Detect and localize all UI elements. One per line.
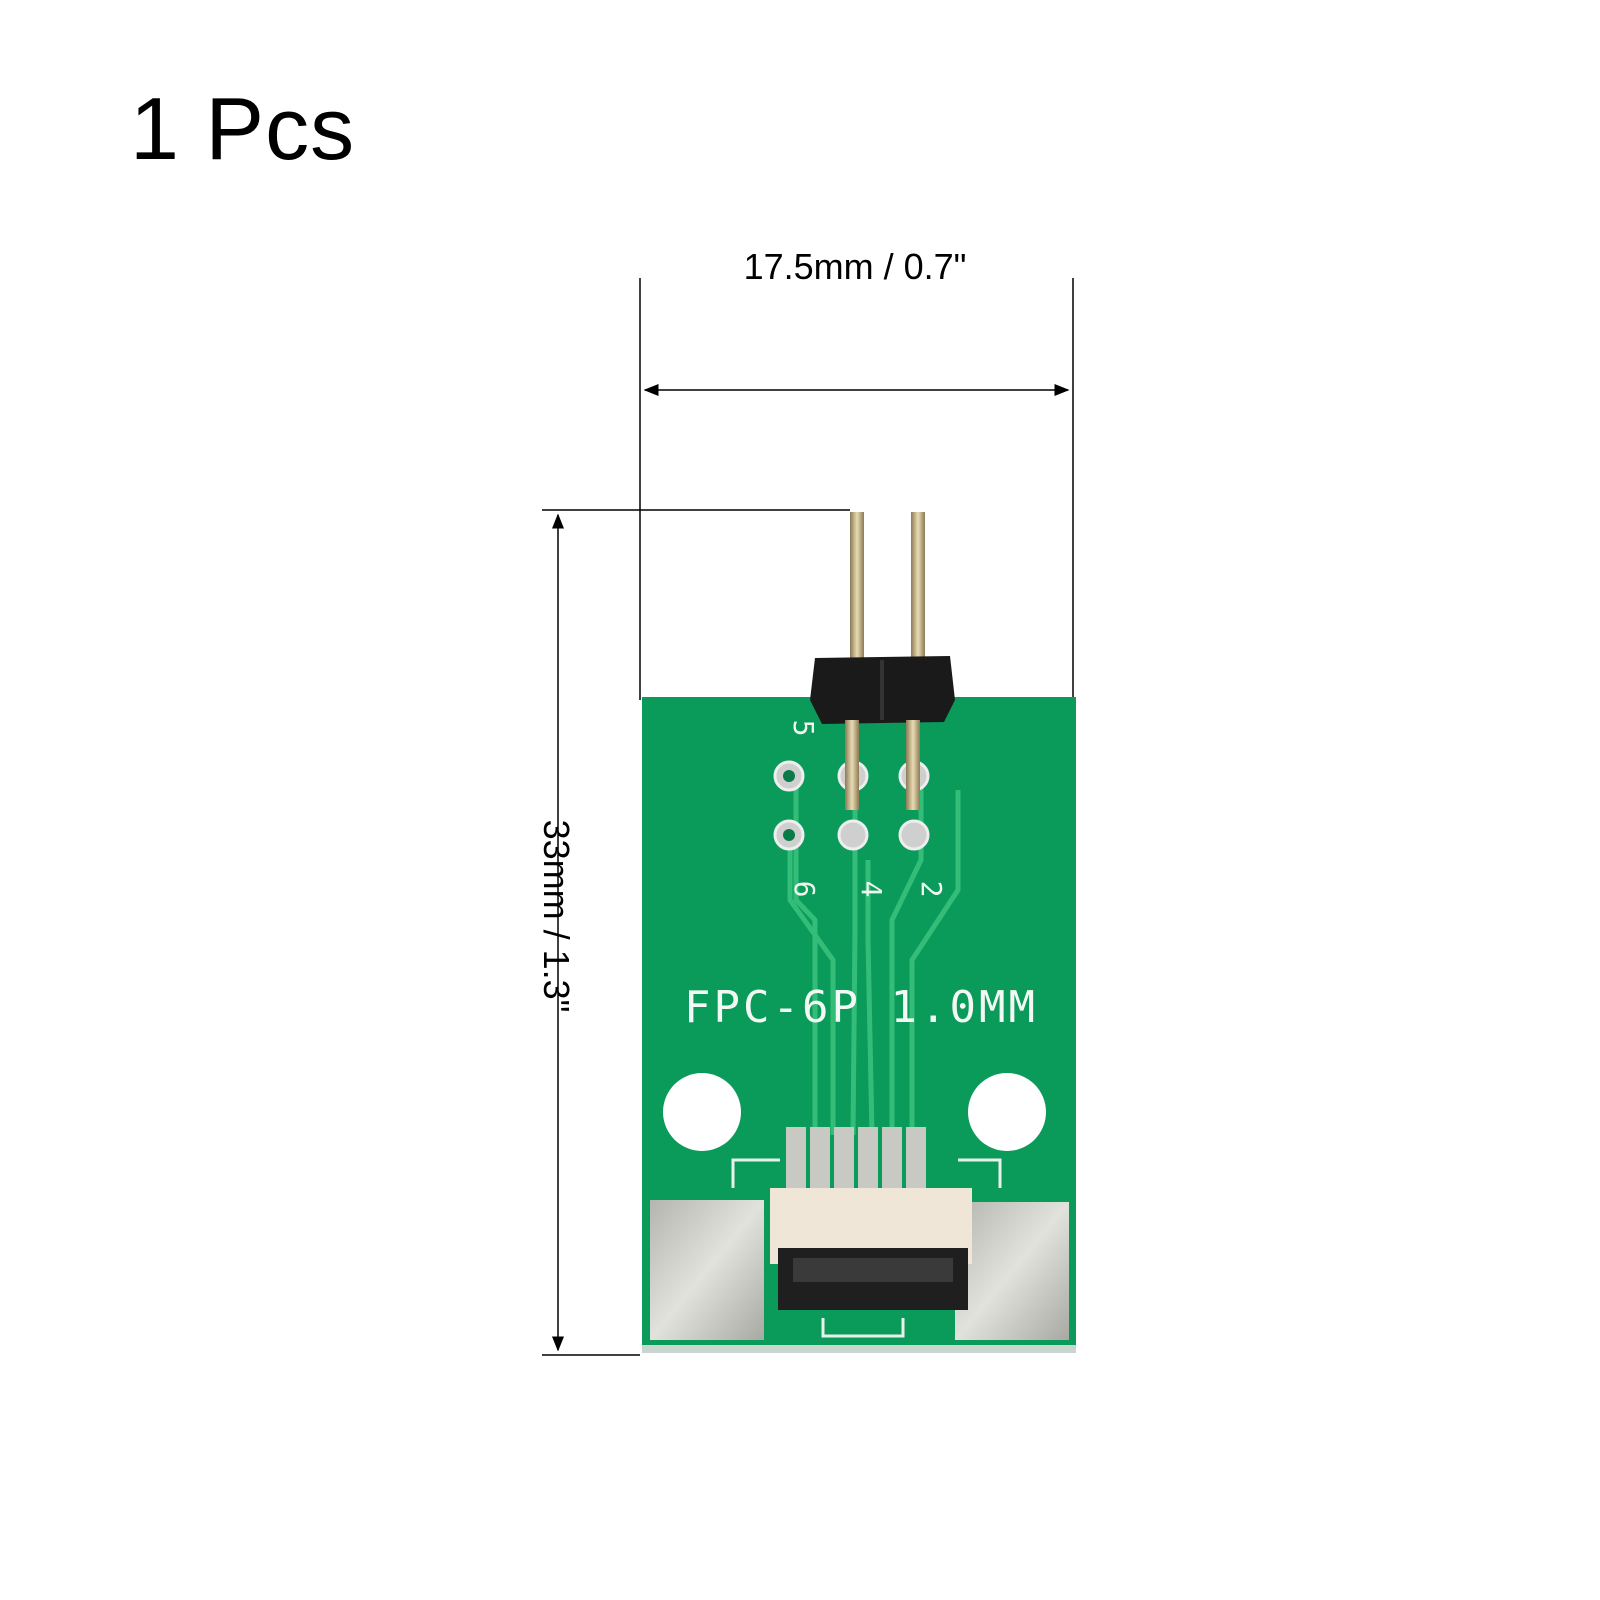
silkscreen-text: FPC-6P 1.0MM <box>684 982 1038 1033</box>
metal-pad-right <box>955 1202 1069 1340</box>
height-dimension-line <box>542 509 850 1356</box>
quantity-label: 1 Pcs <box>130 79 356 178</box>
pin-header <box>810 512 955 810</box>
metal-pad-left <box>650 1200 764 1340</box>
width-dimension-label: 17.5mm / 0.7" <box>743 246 967 287</box>
fpc-connector <box>770 1127 972 1310</box>
pin-label-6: 6 <box>788 881 821 898</box>
pin-label-4: 4 <box>855 881 888 898</box>
pin-label-2: 2 <box>915 881 948 898</box>
solder-pads <box>773 760 930 851</box>
pin-label-5: 5 <box>787 720 820 737</box>
mounting-hole-right <box>968 1073 1046 1151</box>
mounting-hole-left <box>663 1073 741 1151</box>
width-dimension-line <box>639 278 1074 700</box>
